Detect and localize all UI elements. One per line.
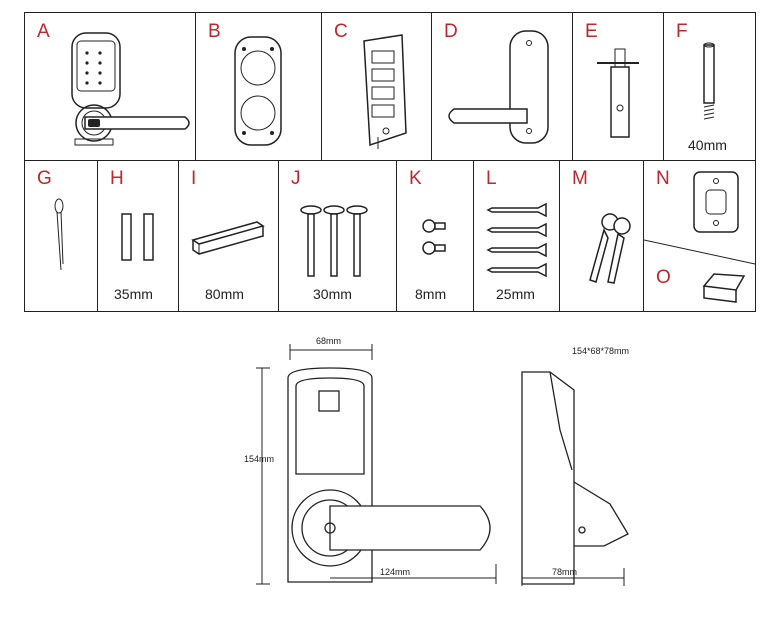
part-letter: O [656, 267, 671, 288]
part-dimension: 35mm [114, 286, 153, 302]
part-cell-e: E [573, 13, 664, 160]
part-letter: F [676, 21, 688, 42]
side-view [521, 371, 629, 585]
handle-length-label: 124mm [380, 567, 410, 577]
dimension-drawing: 68mm 154mm 124mm 78mm 154*68*78mm [244, 336, 629, 586]
wood-screws-icon [486, 202, 547, 278]
part-letter: H [110, 168, 124, 189]
dimension-lines [256, 344, 625, 586]
part-dimension: 40mm [688, 137, 727, 153]
part-letter: D [444, 21, 458, 42]
overall-size-label: 154*68*78mm [572, 346, 629, 356]
sleeves-icon [121, 213, 154, 261]
mechanism-icon [363, 34, 407, 149]
parts-grid: A B [24, 12, 756, 312]
depth-label: 78mm [552, 567, 577, 577]
pin-icon [54, 198, 64, 271]
part-dimension: 30mm [313, 286, 352, 302]
part-cell-j: J 30mm [279, 160, 397, 311]
part-cell-b: B [196, 13, 322, 160]
part-cell-c: C [322, 13, 432, 160]
part-cell-m: M [560, 160, 644, 311]
part-cell-g: G [25, 160, 98, 311]
keys-icon [589, 213, 631, 284]
part-letter: A [37, 21, 50, 42]
part-dimension: 8mm [415, 286, 447, 302]
part-letter: G [37, 168, 52, 189]
bar-icon [191, 221, 265, 255]
part-cell-h: H 35mm [98, 160, 179, 311]
part-letter: B [208, 21, 221, 42]
inner-handle-icon [448, 30, 549, 144]
part-dimension: 80mm [205, 286, 244, 302]
part-letter: N [656, 168, 670, 189]
part-letter: K [409, 168, 422, 189]
part-letter: E [585, 21, 598, 42]
part-cell-l: L 25mm [474, 160, 560, 311]
part-cell-no: N O [644, 160, 755, 311]
front-view [287, 367, 491, 583]
strike-plate-and-box-icon [644, 171, 755, 303]
lock-assembly-icon [71, 32, 190, 146]
width-label: 68mm [316, 336, 341, 346]
parts-row-2: G H 35mm I 80mm J [25, 160, 755, 311]
latch-icon [597, 48, 639, 138]
part-letter: M [572, 168, 588, 189]
part-cell-a: A [25, 13, 196, 160]
part-letter: C [334, 21, 348, 42]
part-letter: I [191, 168, 197, 189]
short-screws-icon [422, 219, 446, 255]
part-cell-d: D [432, 13, 573, 160]
part-cell-i: I 80mm [179, 160, 279, 311]
mounting-plate-icon [234, 36, 282, 146]
height-label: 154mm [244, 454, 274, 464]
part-dimension: 25mm [496, 286, 535, 302]
parts-row-1: A B [25, 13, 755, 161]
long-screws-icon [300, 205, 368, 277]
part-letter: L [486, 168, 497, 189]
part-letter: J [291, 168, 301, 189]
part-cell-f: F 40mm [664, 13, 755, 160]
spindle-icon [703, 42, 715, 120]
part-cell-k: K 8mm [397, 160, 474, 311]
